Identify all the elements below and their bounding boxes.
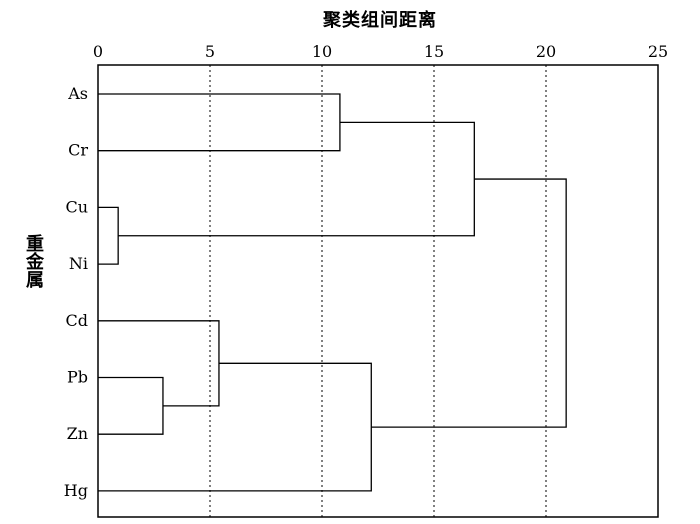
leaf-label: Cu bbox=[65, 197, 88, 216]
merge-branch-m3 bbox=[98, 320, 220, 407]
leaf-label: Zn bbox=[67, 424, 88, 443]
grid-lines bbox=[209, 65, 547, 517]
x-tick-label: 20 bbox=[536, 42, 556, 61]
merge-branch-m5 bbox=[98, 362, 372, 492]
leaf-label: Hg bbox=[64, 481, 88, 500]
merge-branch-m2 bbox=[98, 376, 164, 435]
merge-branch-m7 bbox=[371, 178, 567, 428]
leaf-label: Cr bbox=[68, 141, 88, 160]
x-tick-label: 5 bbox=[205, 42, 215, 61]
x-tick-label: 0 bbox=[93, 42, 103, 61]
leaf-label: Pb bbox=[67, 368, 88, 387]
x-tick-label: 25 bbox=[648, 42, 668, 61]
y-axis-title: 重金属 bbox=[23, 234, 44, 288]
leaf-label: Ni bbox=[69, 254, 88, 273]
x-tick-label: 15 bbox=[424, 42, 444, 61]
dendrogram-branches bbox=[98, 93, 567, 492]
x-tick-label: 10 bbox=[312, 42, 332, 61]
merge-branch-m4 bbox=[98, 93, 341, 152]
leaf-label: As bbox=[67, 84, 88, 103]
merge-branch-m1 bbox=[98, 206, 119, 265]
leaf-label: Cd bbox=[66, 311, 88, 330]
x-tick-labels: 0 5 10 15 20 25 bbox=[93, 42, 668, 61]
plot-frame bbox=[97, 64, 659, 518]
merge-branch-m6 bbox=[118, 121, 475, 237]
x-axis-title: 聚类组间距离 bbox=[323, 10, 437, 31]
